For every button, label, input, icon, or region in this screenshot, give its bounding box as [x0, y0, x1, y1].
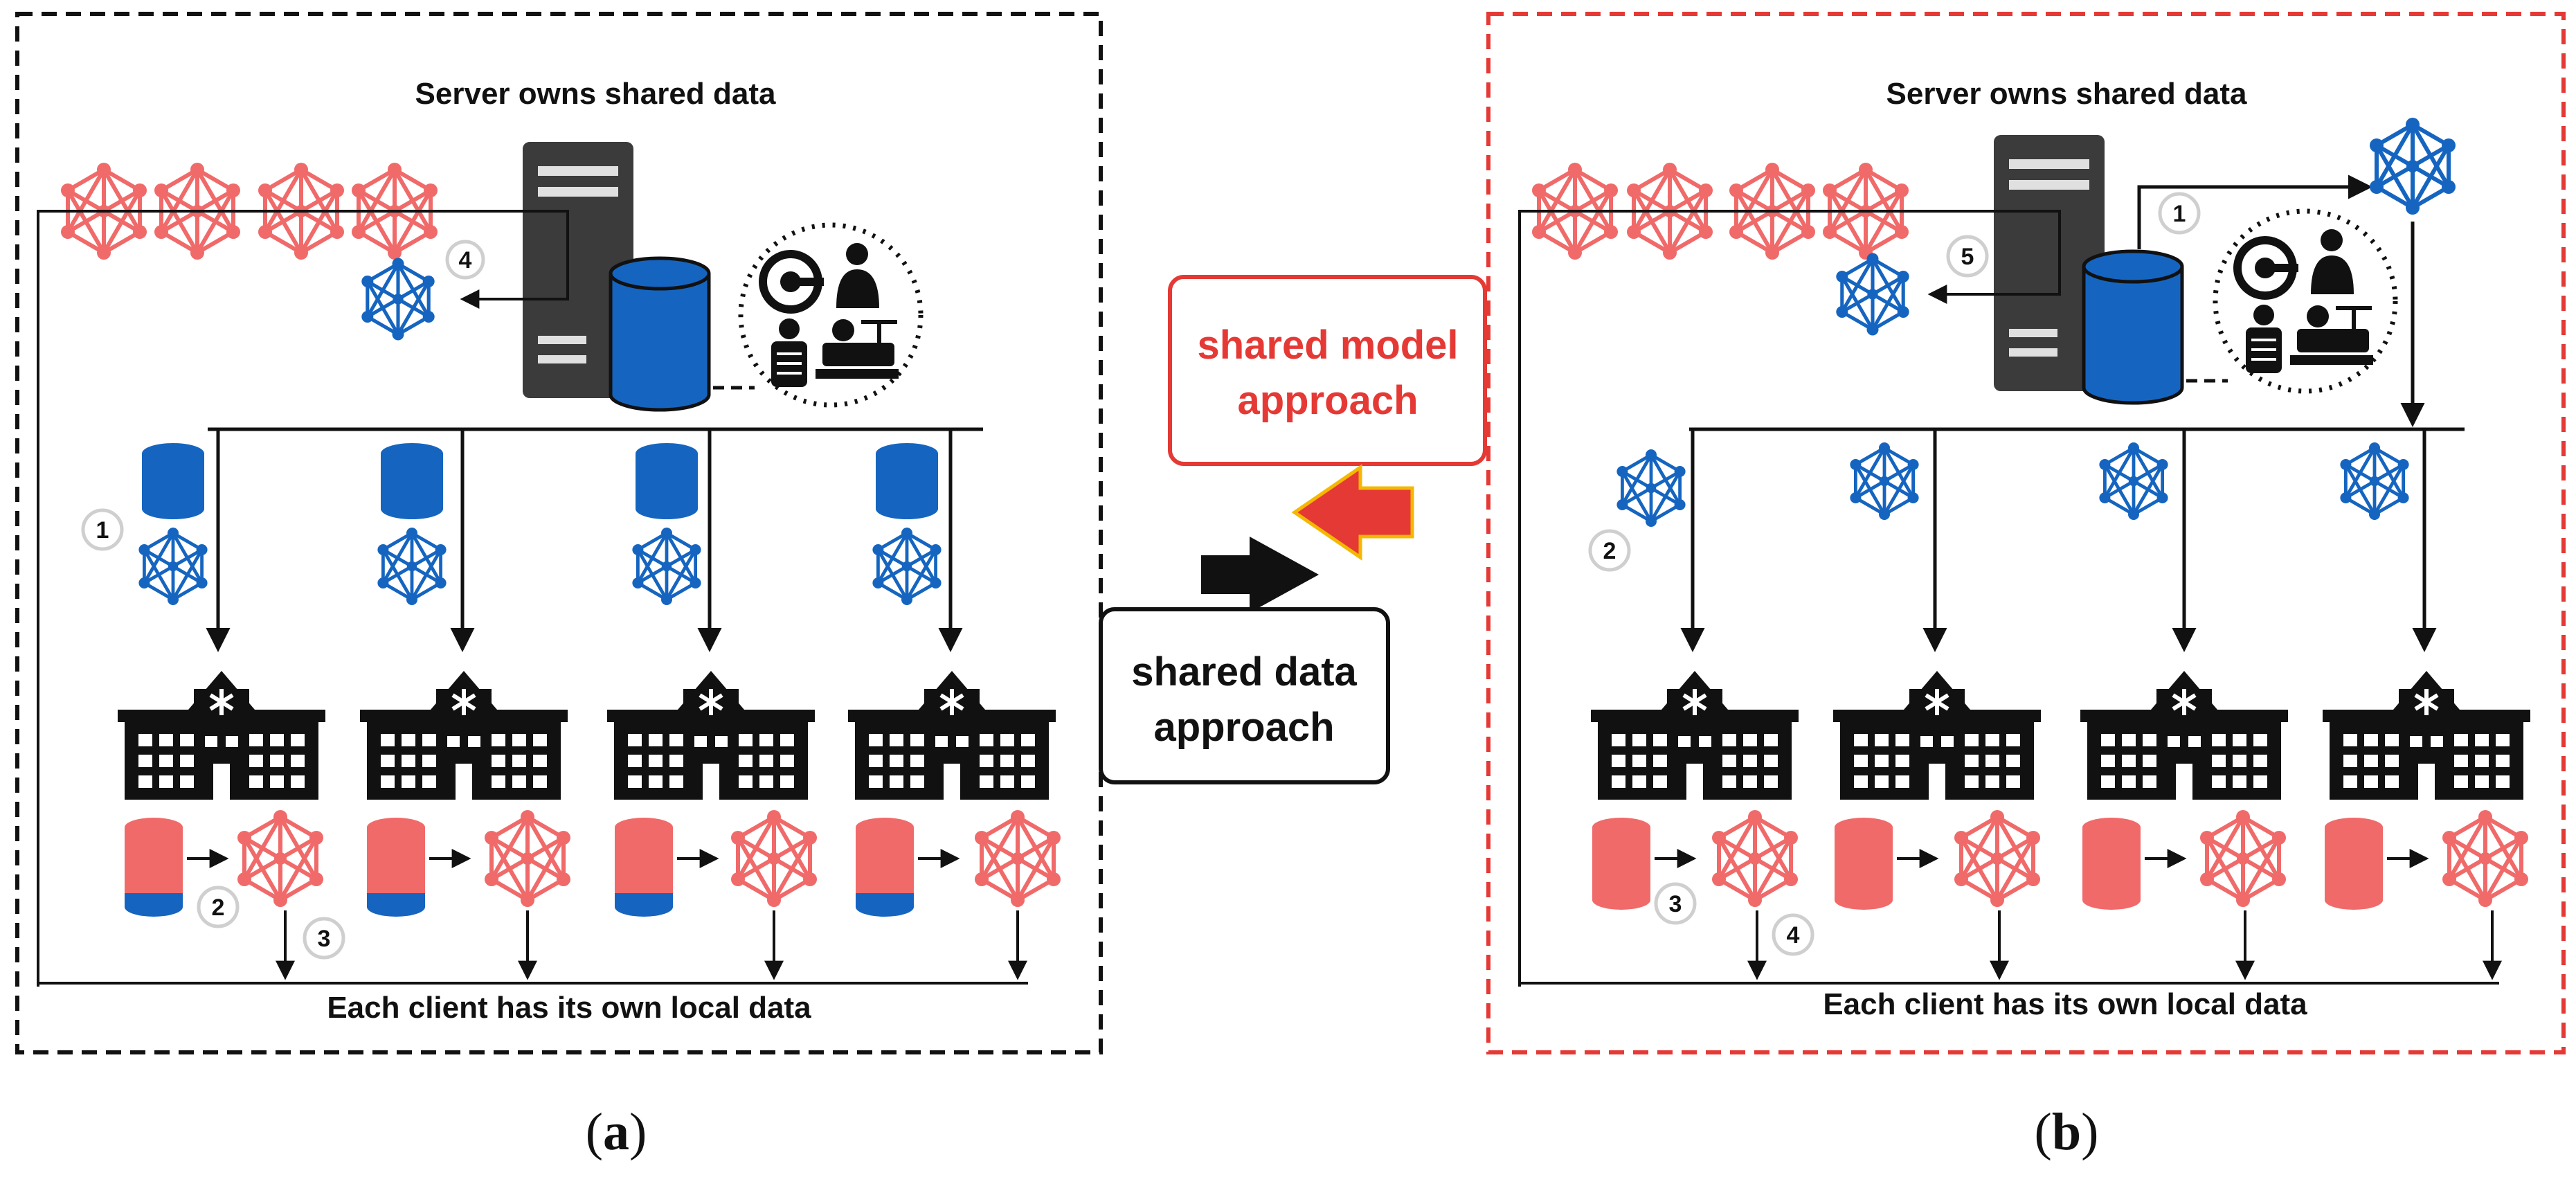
panel-a-footer: Each client has its own local data — [327, 991, 811, 1025]
panel-b-step-3: 3 — [1669, 891, 1682, 917]
panel-b-step-4: 4 — [1787, 922, 1800, 949]
shared-model-line-1: shared model — [1197, 323, 1458, 368]
panel-b-local-data — [1592, 818, 2383, 910]
panel-a-distributed-items — [138, 443, 941, 605]
panel-b-server-database-icon — [2082, 249, 2184, 405]
panel-a-hospitals — [118, 671, 1056, 800]
shared-model-box — [1168, 275, 1487, 466]
panel-b-hospitals — [1591, 671, 2530, 800]
shared-data-box — [1099, 607, 1390, 784]
black-arrow-icon — [1201, 537, 1319, 613]
caption-a: (a) — [586, 1103, 647, 1161]
panel-a-server-database-icon — [609, 256, 711, 412]
panel-b-step-2: 2 — [1603, 538, 1616, 564]
panel-b-medical-data-icon — [2215, 211, 2395, 391]
panel-b-step-1: 1 — [2173, 201, 2186, 227]
panel-a-step-4: 4 — [459, 247, 472, 273]
caption-b: (b) — [2035, 1103, 2099, 1161]
panel-b-global-model-icon — [2370, 118, 2456, 215]
panel-a-global-model-icon — [361, 258, 434, 341]
panel-b-title: Server owns shared data — [1886, 77, 2247, 111]
red-arrow-icon — [1291, 464, 1414, 561]
panel-a-title: Server owns shared data — [415, 77, 776, 111]
shared-data-line-2: approach — [1153, 705, 1334, 750]
panel-b-distributed-models — [1616, 442, 2408, 527]
panel-a-medical-data-icon — [741, 225, 921, 405]
panel-a-frame — [15, 12, 1103, 1054]
panel-b-returned-model-icon — [1836, 253, 1909, 336]
shared-model-line-2: approach — [1237, 378, 1418, 423]
panel-b-frame — [1486, 12, 2566, 1054]
panel-a-step-2: 2 — [212, 895, 225, 921]
panel-a-step-3: 3 — [318, 926, 331, 952]
panel-a-step-1: 1 — [96, 517, 109, 543]
panel-b-step-5: 5 — [1961, 244, 1974, 270]
shared-data-line-1: shared data — [1131, 649, 1357, 694]
panel-a: Server owns shared data 4 — [15, 12, 1103, 1054]
panel-a-local-data — [125, 818, 914, 917]
middle-section: shared model approach shared data approa… — [1099, 275, 1487, 784]
panel-b-footer: Each client has its own local data — [1823, 987, 2307, 1021]
panel-b: Server owns shared data 1 5 — [1486, 12, 2566, 1054]
